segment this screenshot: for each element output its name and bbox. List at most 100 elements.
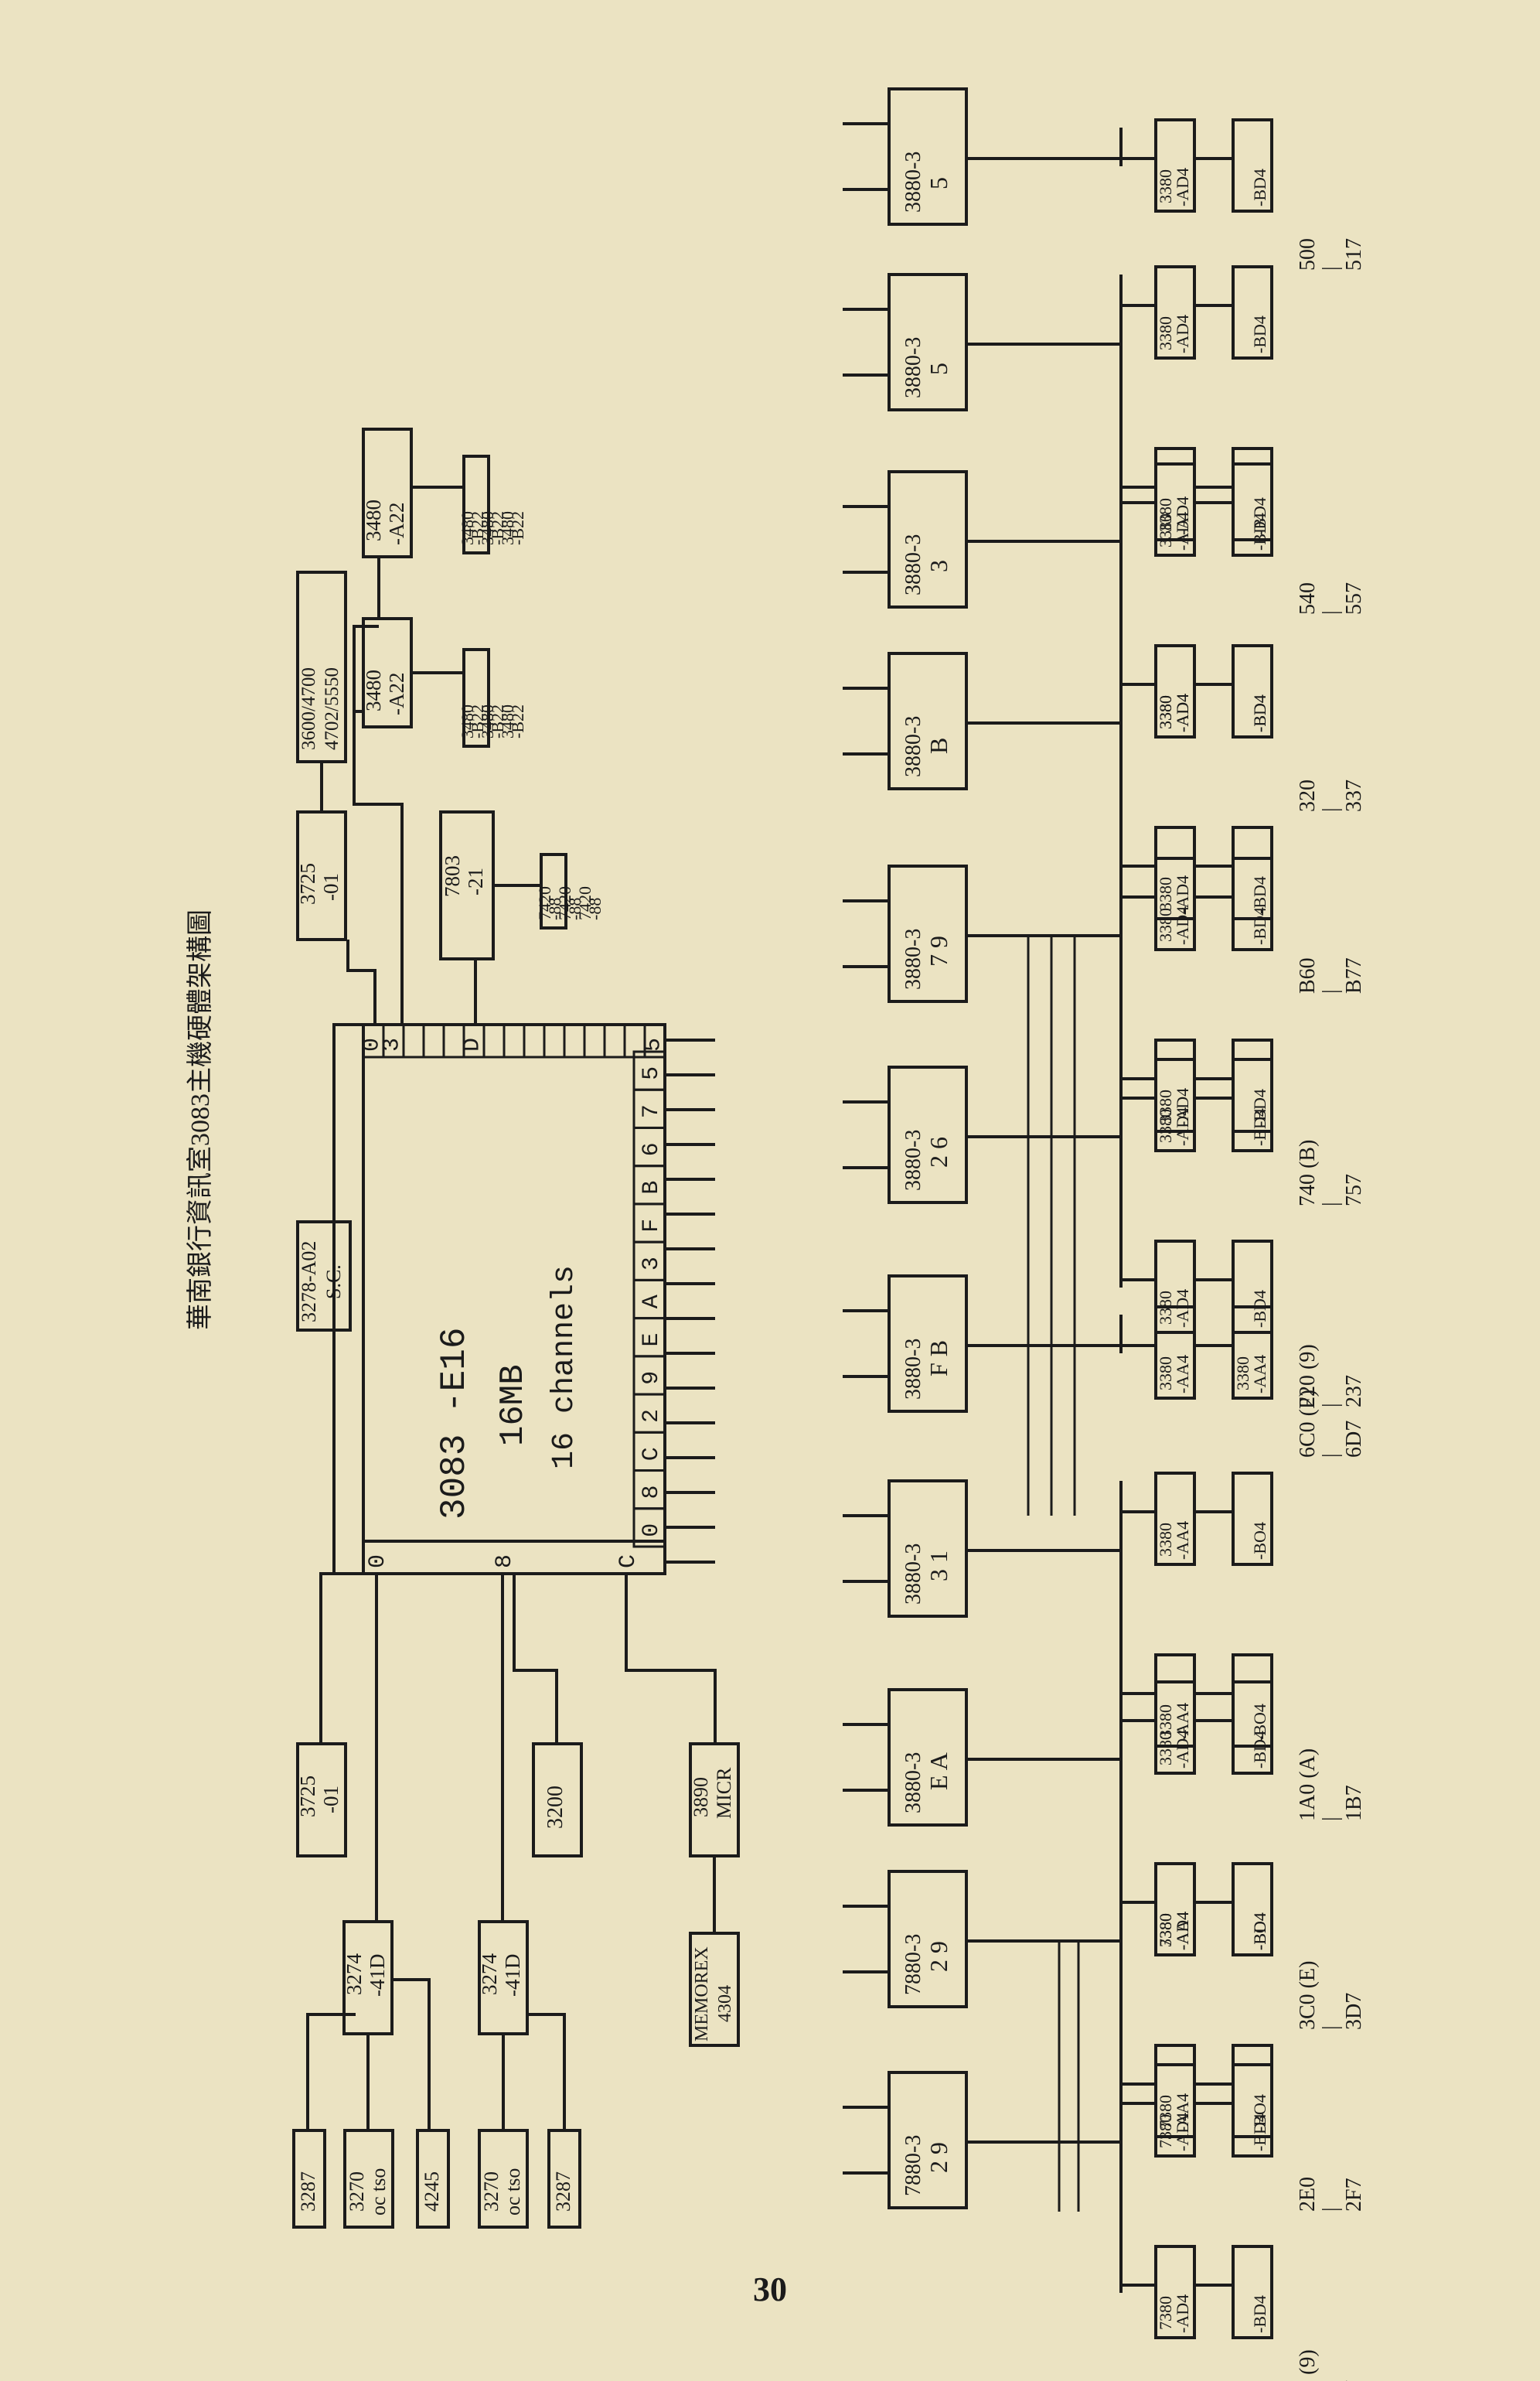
- address-range: 337: [1342, 779, 1366, 812]
- disk-unit: -BD4: [1250, 1912, 1269, 1950]
- disk-unit: -BD4: [1250, 1089, 1269, 1127]
- disk-groups: 3380-AD4-BD4500|5173380-AD4-BD43380-AD4-…: [1027, 118, 1366, 2381]
- disk-model: 3380: [1233, 1356, 1252, 1390]
- tape-drive-label: -B22: [468, 704, 487, 739]
- disk-model: 7380: [1156, 1913, 1175, 1947]
- svg-text:oc tso: oc tso: [367, 2168, 390, 2216]
- svg-text:3274: 3274: [342, 1953, 366, 1996]
- disk-model: 3380: [1156, 1109, 1175, 1143]
- svg-text:3480: 3480: [362, 670, 385, 711]
- svg-text:-21: -21: [464, 868, 487, 895]
- side-port-12: 0: [639, 1523, 665, 1537]
- svg-text:-41D: -41D: [501, 1954, 524, 1997]
- svg-text:3890: 3890: [690, 1777, 712, 1817]
- controller-model: 3880-3: [901, 716, 925, 777]
- disk-model: 3380: [1156, 1704, 1175, 1738]
- controller-address: F B: [925, 1340, 952, 1376]
- svg-text:3725: 3725: [296, 1776, 319, 1817]
- side-port-10: C: [639, 1447, 665, 1461]
- disk-unit: -AA4: [1250, 1355, 1269, 1393]
- tape-drive-label: -88: [545, 898, 564, 920]
- tape-drive-label: -88: [565, 898, 584, 920]
- disk-model: 3380: [1156, 908, 1175, 942]
- disk-unit: -AA4: [1173, 2093, 1192, 2132]
- disk-unit: -BD4: [1250, 497, 1269, 535]
- controller-address: 2 9: [925, 1941, 952, 1972]
- svg-text:-41D: -41D: [366, 1954, 389, 1997]
- tape-drive-label: 7420: [535, 886, 554, 920]
- tape-drive-label: 3480: [458, 704, 477, 739]
- disk-unit: -BD4: [1250, 316, 1269, 353]
- side-port-4: F: [639, 1219, 665, 1233]
- address-range: 517: [1342, 238, 1366, 271]
- channel-lines: [665, 1039, 715, 1564]
- disk-unit: -AA4: [1173, 1912, 1192, 1950]
- disk-model: 3380: [1156, 1523, 1175, 1557]
- controller-model: 7880-3: [901, 2135, 925, 2196]
- disk-model: 3380: [1156, 169, 1175, 203]
- svg-text:-01: -01: [319, 1786, 342, 1813]
- svg-text:3480: 3480: [362, 500, 385, 541]
- controller-address: 3 1: [925, 1550, 952, 1581]
- disk-unit: -AD4: [1173, 168, 1192, 206]
- bottom-port-c: C: [615, 1554, 642, 1568]
- address-range: |: [1319, 1816, 1343, 1821]
- address-range: |: [1319, 2025, 1343, 2030]
- disk-unit: -AA4: [1173, 1521, 1192, 1560]
- address-range: 320: [1296, 779, 1320, 812]
- mainframe-memory: 16MB: [494, 1364, 533, 1446]
- disk-unit: -AD4: [1173, 694, 1192, 732]
- svg-text:MEMOREX: MEMOREX: [692, 1946, 712, 2042]
- disk-unit: -AD4: [1173, 906, 1192, 945]
- address-range: |: [1319, 1403, 1343, 1407]
- disk-unit: -AD4: [1173, 512, 1192, 551]
- address-range: 757: [1342, 1174, 1366, 1206]
- tape-drive-label: -88: [585, 898, 605, 920]
- disk-unit: -AD4: [1173, 2294, 1192, 2333]
- controller-address: 5: [925, 363, 952, 375]
- top-port-14: 5: [641, 1038, 667, 1052]
- controller-model: 3880-3: [901, 337, 925, 398]
- top-port-5: D: [460, 1038, 486, 1052]
- side-port-8: 9: [639, 1371, 665, 1385]
- side-port-1: 7: [639, 1104, 665, 1118]
- address-range: 2E0: [1296, 2177, 1320, 2212]
- disk-model: 7380: [1156, 2296, 1175, 2330]
- controller-address: 5: [925, 177, 952, 189]
- disk-model: 7380: [1156, 2114, 1175, 2148]
- svg-text:-A22: -A22: [385, 503, 408, 546]
- disk-model: 3380: [1156, 1356, 1175, 1390]
- address-range: |: [1319, 989, 1343, 994]
- disk-unit: -BD4: [1250, 2295, 1269, 2333]
- disk-unit: -BD4: [1250, 513, 1269, 551]
- side-port-3: B: [639, 1181, 665, 1195]
- address-range: 1B7: [1342, 1785, 1366, 1821]
- address-range: 6D7: [1342, 1421, 1366, 1458]
- disk-model: 3380: [1156, 1090, 1175, 1124]
- controller-address: 3: [925, 560, 952, 572]
- mainframe-channels: 16 channels: [547, 1265, 582, 1469]
- address-range: 220 (9): [1296, 1344, 1320, 1407]
- disk-model: 3380: [1156, 316, 1175, 350]
- controller-model: 3880-3: [901, 1339, 925, 1400]
- svg-text:oc tso: oc tso: [502, 2168, 524, 2216]
- controller-model: 3880-3: [901, 929, 925, 990]
- controller-address: E A: [925, 1752, 952, 1790]
- svg-text:MICR: MICR: [713, 1767, 735, 1819]
- tape-drive-label: 3480: [458, 511, 477, 545]
- disk-unit: -AD4: [1173, 1088, 1192, 1127]
- address-range: 3D7: [1342, 1993, 1366, 2030]
- page-number: 30: [753, 2270, 787, 2308]
- address-range: |: [1319, 807, 1343, 812]
- svg-text:3270: 3270: [346, 2171, 368, 2212]
- disk-unit: -BD4: [1250, 907, 1269, 945]
